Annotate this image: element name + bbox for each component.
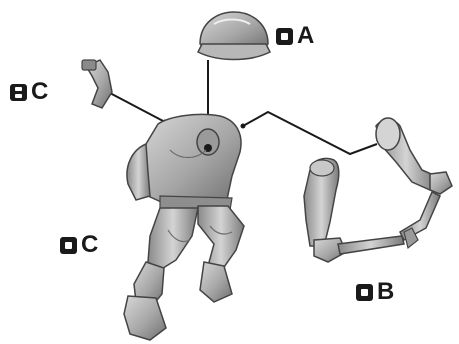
double-badge-icon bbox=[10, 84, 27, 101]
label-part-a-text: A bbox=[297, 24, 314, 48]
label-part-c-body-text: C bbox=[81, 233, 98, 257]
small-arm-part bbox=[82, 60, 112, 108]
single-badge-icon bbox=[276, 28, 293, 45]
label-part-b: B bbox=[356, 280, 394, 304]
single-badge-icon bbox=[60, 237, 77, 254]
rifle-arms-part bbox=[304, 118, 452, 262]
single-badge-icon bbox=[356, 284, 373, 301]
leader-dot-shoulder bbox=[241, 124, 246, 129]
leader-line-b bbox=[243, 112, 377, 154]
leader-line-c-arm bbox=[108, 92, 165, 122]
label-part-b-text: B bbox=[377, 280, 394, 304]
figure-body-part bbox=[124, 114, 244, 340]
label-part-c-arm: C bbox=[10, 80, 48, 104]
helmet-part bbox=[198, 12, 270, 60]
label-part-c-body: C bbox=[60, 233, 98, 257]
label-part-a: A bbox=[276, 24, 314, 48]
label-part-c-arm-text: C bbox=[31, 80, 48, 104]
